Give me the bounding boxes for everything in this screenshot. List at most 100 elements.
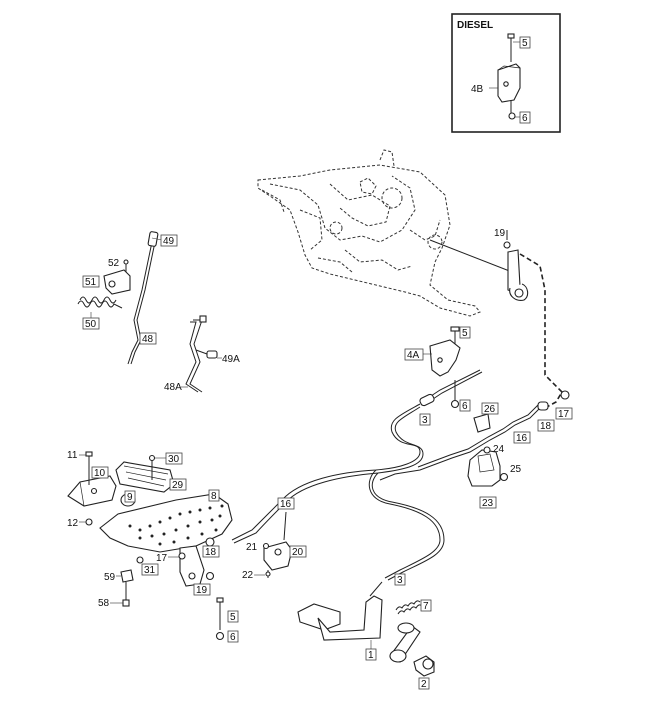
spring-50 — [77, 296, 123, 318]
callout-box — [419, 413, 431, 426]
pedal-1-pad — [297, 603, 341, 631]
callout-box — [277, 497, 295, 510]
left-pedal-assembly — [67, 451, 233, 641]
callout-17: 17 — [558, 409, 570, 420]
callout-box — [459, 399, 471, 412]
rod-48 — [127, 231, 163, 365]
callout-6b: 6 — [462, 401, 468, 412]
spring-7 — [395, 600, 423, 615]
nut-6 — [508, 112, 516, 120]
callout-16: 16 — [516, 433, 528, 444]
pedal-1 — [297, 581, 435, 677]
callout-52: 52 — [108, 258, 120, 269]
callout-51: 51 — [85, 277, 97, 288]
callout-box — [420, 599, 432, 612]
callout-7: 7 — [423, 601, 429, 612]
callout-box — [479, 496, 497, 509]
callout-box — [82, 317, 100, 330]
callouts: 5 4B 6 19 49 52 51 50 48 49A 48A 5 4A 3 … — [67, 36, 573, 690]
callout-box — [82, 275, 100, 288]
callout-49a: 49A — [222, 354, 240, 365]
callout-8: 8 — [211, 491, 217, 502]
callout-19b: 19 — [196, 585, 208, 596]
callout-5c: 5 — [230, 612, 236, 623]
callout-16b: 16 — [280, 499, 292, 510]
callout-box — [513, 431, 531, 444]
callout-box — [208, 489, 220, 502]
callout-box — [160, 234, 178, 247]
callout-box — [227, 630, 239, 643]
spacer-59 — [120, 569, 134, 583]
callout-box — [227, 610, 239, 623]
callout-22: 22 — [242, 570, 254, 581]
nut-12 — [85, 518, 93, 526]
spring-bracket-51 — [103, 259, 131, 295]
callout-10: 10 — [94, 468, 106, 479]
pivot-arm-19 — [503, 230, 529, 301]
callout-49: 49 — [163, 236, 175, 247]
bracket-20 — [262, 511, 293, 578]
diesel-inset: DIESEL — [451, 13, 561, 133]
callout-59: 59 — [104, 572, 116, 583]
callout-box — [124, 490, 136, 503]
callout-30: 30 — [168, 454, 180, 465]
callout-box — [141, 563, 159, 576]
clip-26 — [473, 413, 491, 433]
callout-box — [169, 478, 187, 491]
transmission-ghost — [257, 149, 481, 317]
callout-1: 1 — [368, 650, 374, 661]
nut-25 — [499, 472, 509, 482]
callout-4a: 4A — [407, 350, 420, 361]
callout-box — [555, 407, 573, 420]
washer-22 — [265, 571, 271, 577]
callout-box — [418, 677, 430, 690]
callout-box — [139, 332, 157, 345]
bracket-23 — [467, 413, 509, 487]
nut-6b — [450, 399, 460, 409]
bolt-17b — [178, 552, 186, 560]
callout-box — [537, 419, 555, 432]
callout-48a: 48A — [164, 382, 182, 393]
callout-18b: 18 — [205, 547, 217, 558]
callout-23: 23 — [482, 498, 494, 509]
pedal-pad-29 — [115, 461, 175, 493]
callout-box — [404, 348, 424, 361]
inset-title: DIESEL — [457, 20, 493, 31]
callout-29: 29 — [172, 480, 184, 491]
cable-dashed-upper — [519, 253, 564, 409]
callout-box — [394, 573, 406, 586]
callout-box — [519, 111, 531, 124]
callout-box — [165, 452, 183, 465]
callout-11: 11 — [67, 450, 78, 461]
callout-20: 20 — [292, 547, 304, 558]
callout-17b: 17 — [156, 553, 168, 564]
cable-16 — [379, 390, 570, 481]
callout-3a: 3 — [422, 415, 428, 426]
callout-50: 50 — [85, 319, 97, 330]
bracket-4a — [429, 326, 461, 409]
bracket-4b — [497, 63, 521, 103]
callout-4b: 4B — [471, 84, 484, 95]
callout-18: 18 — [540, 421, 552, 432]
nut-6c — [215, 631, 225, 641]
callout-48: 48 — [142, 334, 154, 345]
callout-9: 9 — [127, 492, 133, 503]
pedal-plate-8 — [99, 493, 233, 553]
callout-box — [519, 36, 531, 49]
callout-26: 26 — [484, 404, 496, 415]
callout-24: 24 — [493, 444, 505, 455]
callout-box — [481, 402, 499, 415]
bolt-21 — [262, 542, 270, 550]
callout-box — [193, 583, 211, 596]
callout-box — [289, 545, 307, 558]
callout-25: 25 — [510, 464, 522, 475]
bolt-58 — [122, 599, 130, 607]
callout-box — [91, 466, 109, 479]
clip-31 — [136, 556, 144, 564]
nut-19b — [205, 571, 215, 581]
callout-5: 5 — [522, 38, 528, 49]
callout-box — [459, 326, 471, 339]
callout-6c: 6 — [230, 632, 236, 643]
